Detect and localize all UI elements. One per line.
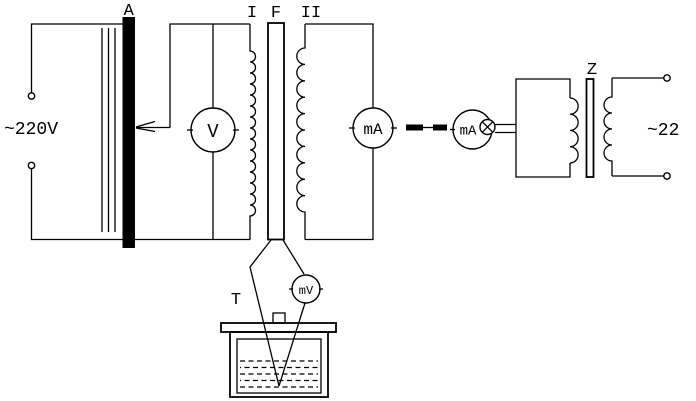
right-source-label: ~22 [647, 121, 679, 141]
ac-source-left: ~220V [4, 23, 250, 241]
terminal-icon [27, 92, 36, 100]
autotransformer-label: A [124, 2, 135, 21]
lamp-icon [479, 118, 496, 136]
remote-milliammeter: mA [450, 109, 516, 150]
terminal-icon [663, 74, 671, 82]
remote-milliammeter-label: mA [460, 124, 477, 140]
wiper-arrow-icon [135, 120, 170, 133]
thermocouple-wire [282, 239, 305, 275]
main-transformer: I F II [247, 4, 321, 241]
left-source-label: ~220V [4, 120, 58, 140]
wire [30, 168, 250, 241]
z-primary-coil [569, 97, 579, 164]
milliammeter-label: mA [363, 121, 383, 139]
core-label: F [271, 4, 281, 23]
cable-dash-icon [406, 124, 423, 131]
voltmeter: V [187, 24, 239, 240]
lid-knob [272, 312, 286, 324]
milliammeter: mA [305, 23, 397, 241]
autotransformer: A [101, 2, 250, 248]
wire [169, 23, 250, 128]
ac-source-right: ~22 [612, 74, 679, 180]
cable-dash-icon [433, 124, 447, 131]
beaker-lid [220, 322, 337, 333]
beaker-inner-wall [236, 338, 322, 394]
transformer-z: Z [515, 61, 613, 178]
z-core-label: Z [587, 61, 597, 80]
water-bath [220, 312, 337, 398]
thermocouple-wire [278, 302, 306, 387]
thermocouple-wire [249, 239, 280, 387]
secondary-coil [296, 24, 306, 240]
terminal-icon [663, 172, 671, 180]
wire [305, 23, 374, 108]
water-icon [240, 360, 318, 388]
primary-coil [249, 24, 257, 240]
wire [515, 78, 571, 178]
beaker-outer-wall [229, 331, 329, 398]
core [267, 22, 285, 241]
wire [30, 23, 123, 93]
voltmeter-label: V [207, 121, 219, 143]
thermocouple: mV T [231, 239, 323, 387]
millivoltmeter-label: mV [299, 284, 314, 298]
secondary-winding-label: II [301, 4, 321, 23]
z-core [585, 78, 595, 178]
terminal-icon [27, 161, 36, 170]
cable-connector [406, 124, 447, 131]
primary-winding-label: I [247, 4, 257, 23]
thermocouple-label: T [231, 291, 241, 310]
z-secondary-coil [603, 78, 613, 176]
autotransformer-bar [122, 17, 135, 248]
wire [305, 148, 374, 241]
